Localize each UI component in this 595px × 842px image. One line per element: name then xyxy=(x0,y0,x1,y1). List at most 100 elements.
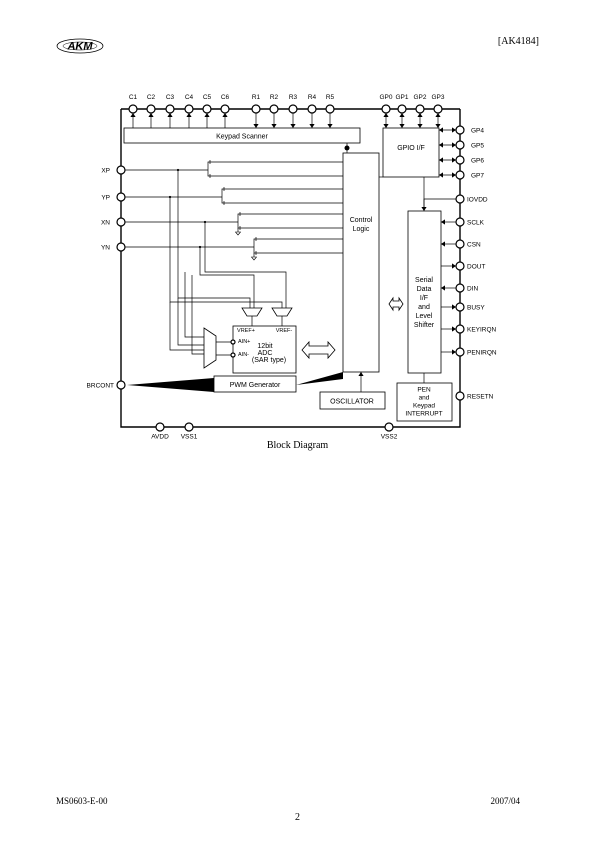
xn-to-vref xyxy=(204,222,287,308)
pin-label-xp: XP xyxy=(101,167,110,174)
pin-dout xyxy=(455,261,465,271)
arrow-head xyxy=(439,127,443,133)
brcont-drive-wedge xyxy=(127,378,214,392)
row-arrow xyxy=(271,124,277,128)
oscillator-block xyxy=(319,391,386,410)
xn-to-mux xyxy=(184,272,204,338)
column-arrow xyxy=(186,113,192,117)
arrow-head xyxy=(441,219,445,225)
arrow-head xyxy=(452,172,456,178)
adc-block xyxy=(232,325,297,374)
arrow-head xyxy=(441,285,445,291)
ground-symbol xyxy=(234,231,242,236)
pin-gp2 xyxy=(415,104,425,114)
pen-interrupt-label: INTERRUPT xyxy=(405,411,442,418)
pin-csn xyxy=(455,239,465,249)
control-serial-arrow xyxy=(388,296,404,312)
arrow-head xyxy=(452,142,456,148)
pin-label-gp1: GP1 xyxy=(395,94,408,101)
serial-if-label: Level xyxy=(416,313,433,320)
document-id: [AK4184] xyxy=(497,36,539,47)
row-arrow xyxy=(290,124,296,128)
pin-label-gp6: GP6 xyxy=(471,157,484,164)
keypad-scanner-label: Keypad Scanner xyxy=(216,134,268,141)
pin-r1 xyxy=(251,104,261,114)
switch-xn xyxy=(237,212,241,222)
pin-label-avdd: AVDD xyxy=(151,434,169,441)
vref-plus-label: VREF+ xyxy=(237,328,255,334)
pin-iovdd xyxy=(455,194,465,204)
pin-yp xyxy=(116,192,126,202)
akm-logo: AKM xyxy=(56,35,104,57)
pin-r3 xyxy=(288,104,298,114)
adc-label: 12bit xyxy=(257,343,272,350)
serial-if-block xyxy=(407,210,442,374)
serial-if-label: I/F xyxy=(420,295,428,302)
ain-minus-node xyxy=(230,352,236,358)
serial-if-label: Serial xyxy=(415,277,433,284)
pin-c1 xyxy=(128,104,138,114)
arrow-head xyxy=(358,372,364,376)
scanner-connection-dot xyxy=(344,145,350,151)
pin-yn xyxy=(116,242,126,252)
arrow-head xyxy=(435,124,441,128)
pin-penirqn xyxy=(455,347,465,357)
pin-c2 xyxy=(146,104,156,114)
row-arrow xyxy=(327,124,333,128)
pin-label-iovdd: IOVDD xyxy=(467,196,488,203)
pin-vss1 xyxy=(184,422,194,432)
pin-label-csn: CSN xyxy=(467,241,481,248)
pin-label-vss1: VSS1 xyxy=(181,434,198,441)
column-arrow xyxy=(222,113,228,117)
pin-label-r5: R5 xyxy=(326,94,335,101)
arrow-head xyxy=(439,157,443,163)
pin-label-c4: C4 xyxy=(185,94,194,101)
pin-label-yn: YN xyxy=(101,244,110,251)
pin-r5 xyxy=(325,104,335,114)
ground-symbol xyxy=(250,256,258,261)
pin-label-vss2: VSS2 xyxy=(381,434,398,441)
pin-label-gp2: GP2 xyxy=(413,94,426,101)
pin-gp1 xyxy=(397,104,407,114)
pin-label-c6: C6 xyxy=(221,94,230,101)
pin-label-din: DIN xyxy=(467,285,479,292)
adc-control-arrow xyxy=(301,340,336,360)
pin-sclk xyxy=(455,217,465,227)
pin-label-gp4: GP4 xyxy=(471,127,484,134)
serial-if-label: Shifter xyxy=(414,322,435,329)
input-mux xyxy=(203,327,217,369)
pin-label-penirqn: PENIRQN xyxy=(467,349,497,356)
pin-gp4 xyxy=(455,125,465,135)
pin-label-r1: R1 xyxy=(252,94,261,101)
pin-gp0 xyxy=(381,104,391,114)
control-logic-block xyxy=(342,152,380,373)
arrow-head xyxy=(439,142,443,148)
pin-label-c2: C2 xyxy=(147,94,156,101)
arrow-head xyxy=(435,113,441,117)
pin-label-xn: XN xyxy=(101,219,110,226)
pin-brcont xyxy=(116,380,126,390)
adc-label: ADC xyxy=(258,350,273,357)
pin-label-gp0: GP0 xyxy=(379,94,392,101)
switch-yp xyxy=(221,197,225,205)
gpio-if-block xyxy=(382,127,440,178)
iovdd-line xyxy=(423,198,456,211)
column-arrow xyxy=(204,113,210,117)
pen-interrupt-block xyxy=(396,382,453,422)
gpio-if-label: GPIO I/F xyxy=(397,145,425,152)
vref-plus-mux xyxy=(241,307,263,317)
pen-interrupt-label: PEN xyxy=(417,387,431,394)
xp-to-mux xyxy=(177,298,204,346)
pin-resetn xyxy=(455,391,465,401)
column-arrow xyxy=(130,113,136,117)
pin-xn xyxy=(116,217,126,227)
pin-c3 xyxy=(165,104,175,114)
pin-vss2 xyxy=(384,422,394,432)
arrow-head xyxy=(452,263,456,269)
ain-plus-label: AIN+ xyxy=(238,339,250,345)
vref-minus-label: VREF- xyxy=(276,328,293,334)
keypad-scanner-block xyxy=(123,127,361,144)
pin-c6 xyxy=(220,104,230,114)
switch-yp xyxy=(221,187,225,197)
